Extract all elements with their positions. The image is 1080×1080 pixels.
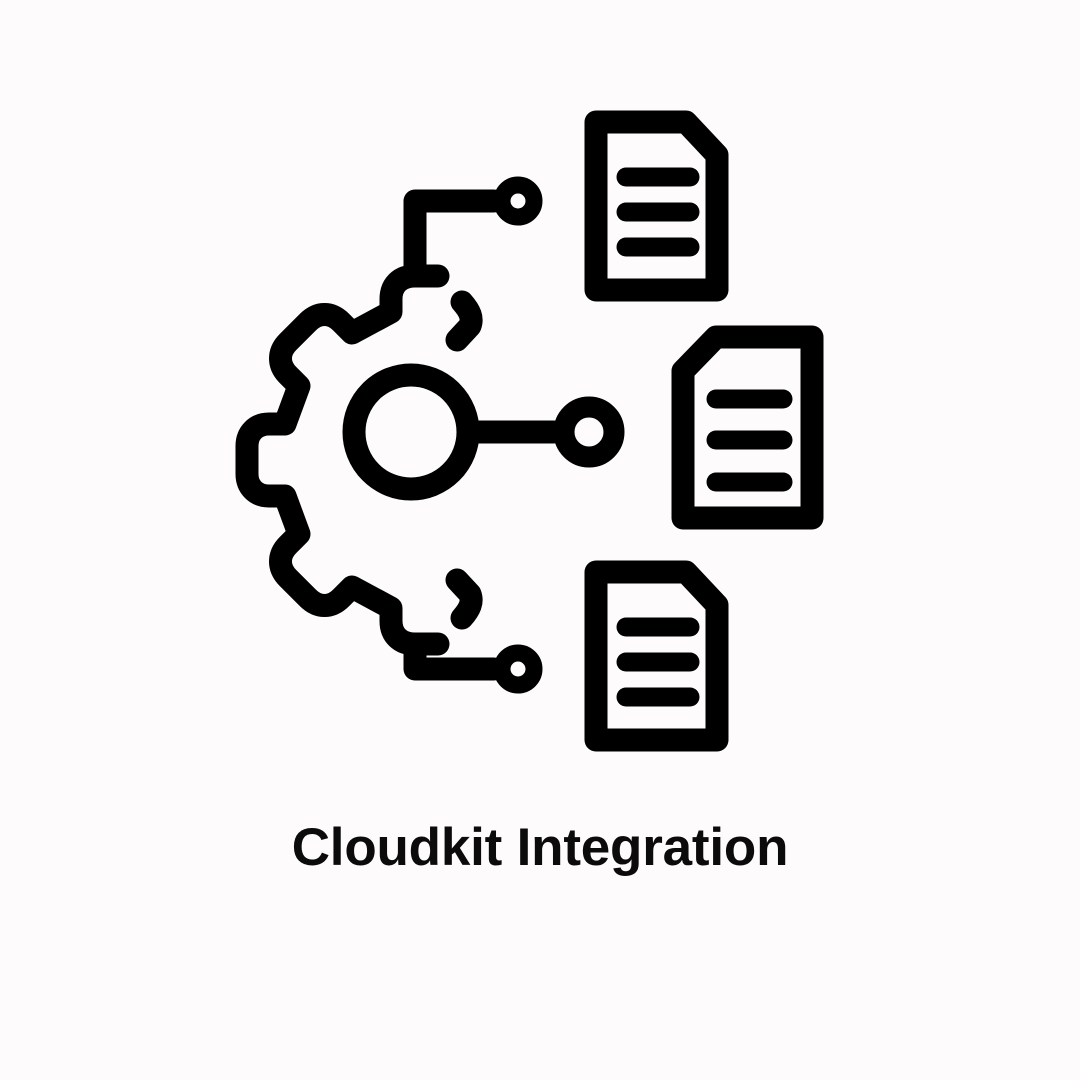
connector-node-top [493, 176, 543, 226]
gear-hub-circle [342, 363, 480, 501]
page-title: Cloudkit Integration [291, 818, 789, 877]
gear-icon [235, 264, 483, 656]
connector-node-bottom [493, 644, 543, 694]
document-icon-top [584, 110, 729, 302]
gear-outline [235, 264, 483, 656]
connector-node-middle [553, 396, 625, 468]
connector-traces [403, 189, 566, 681]
document-icon-middle [671, 325, 824, 530]
document-icon-bottom [584, 560, 729, 752]
connector-trace-top [403, 189, 506, 288]
connector-trace-bottom [403, 632, 506, 681]
connector-nodes [493, 176, 625, 694]
